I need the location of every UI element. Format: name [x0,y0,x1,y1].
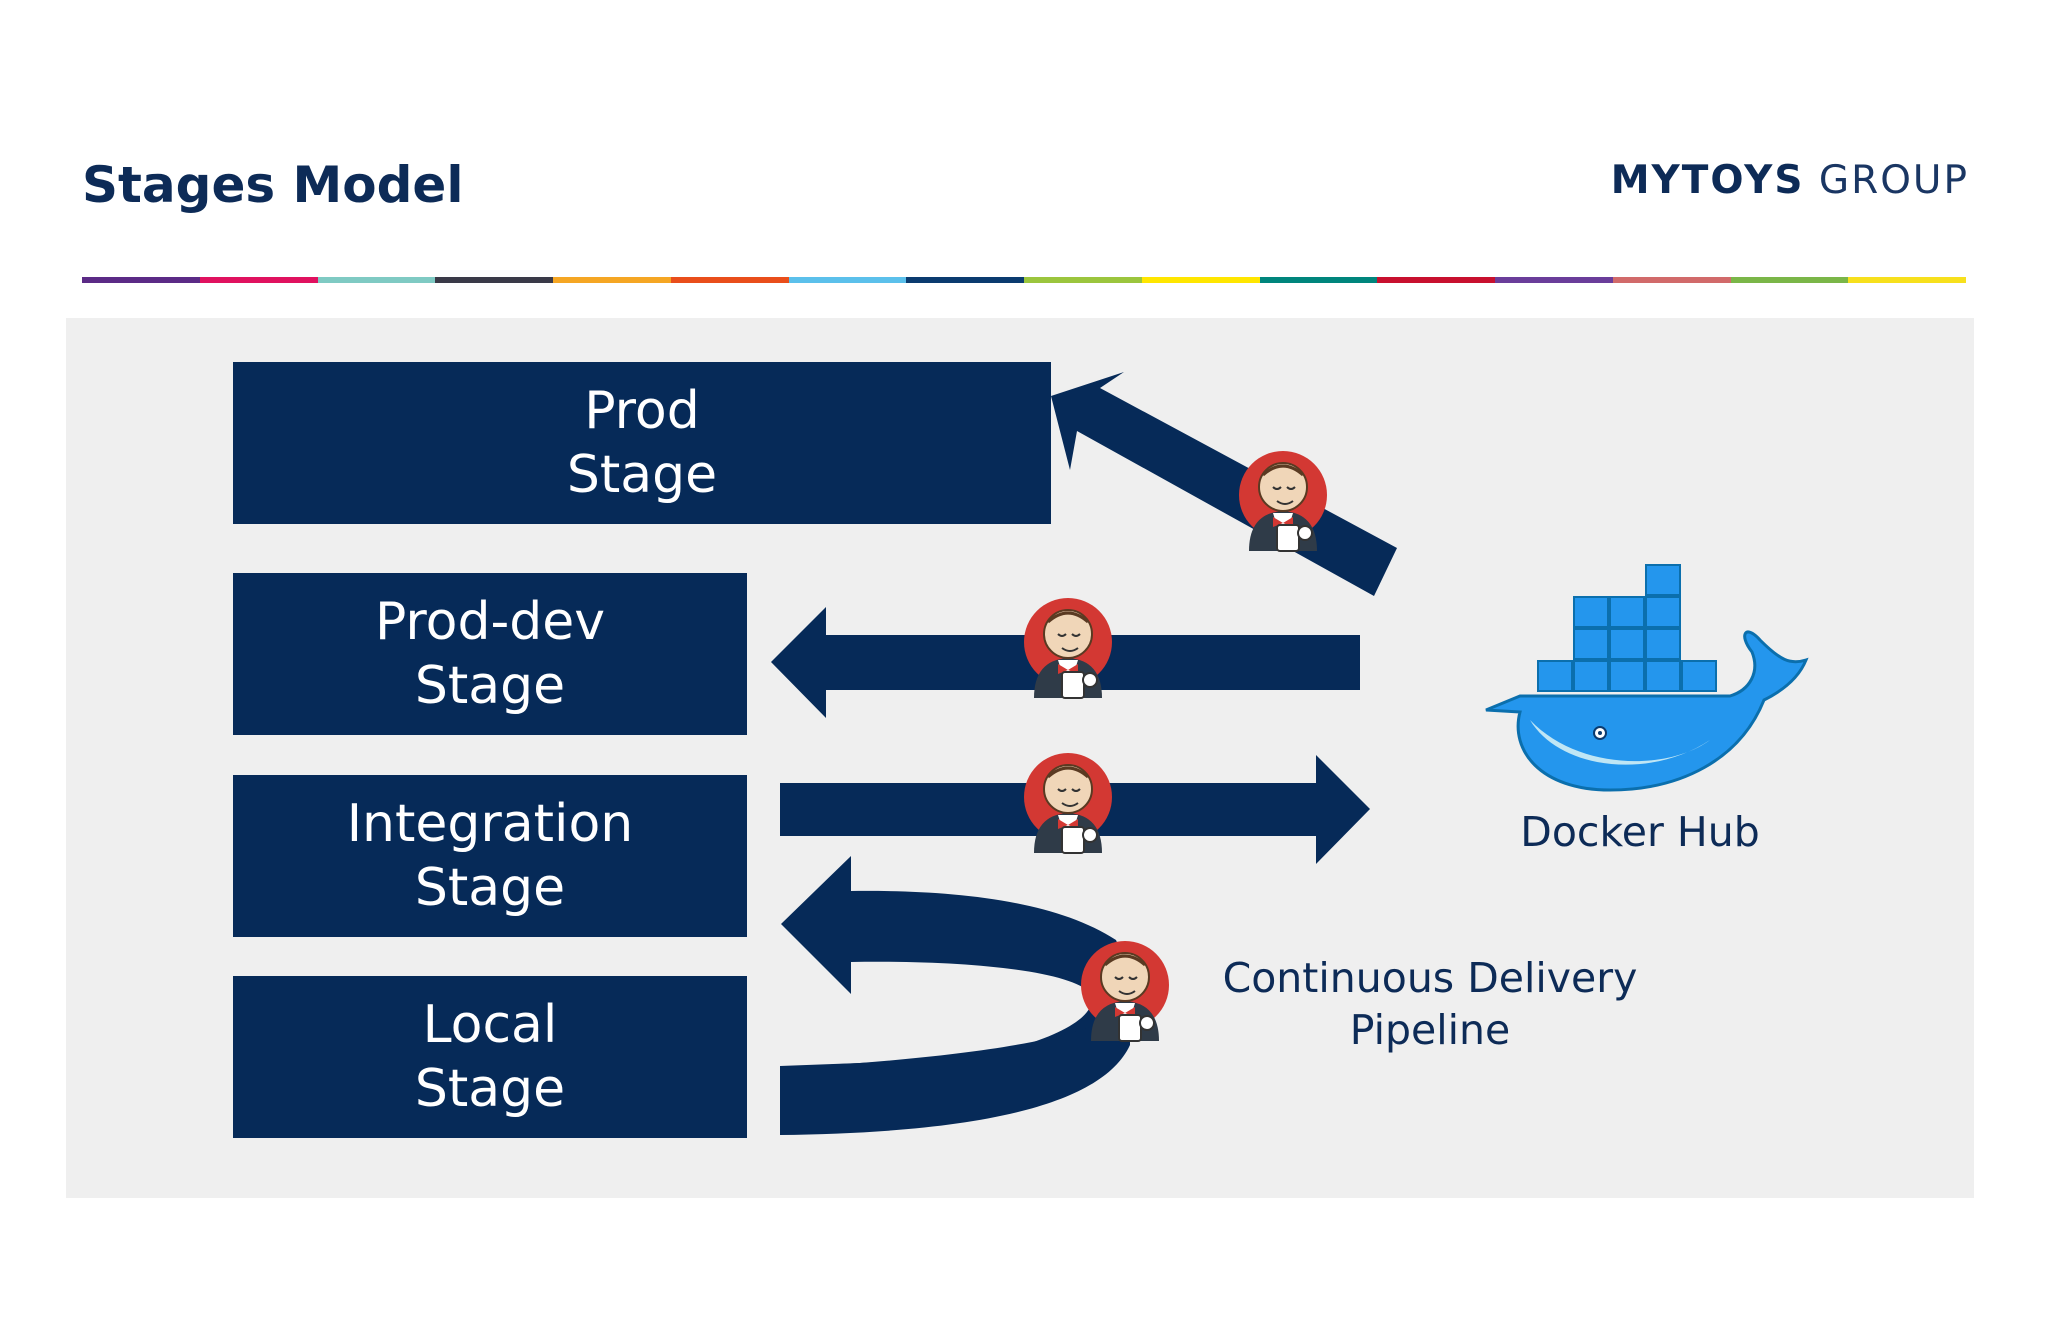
stripe-segment [82,277,200,283]
pipeline-label: Continuous Delivery Pipeline [1222,954,1638,1054]
arrow-to-prod [1051,372,1397,596]
docker-hub-label: Docker Hub [1520,808,1760,856]
stripe-segment [1730,277,1849,283]
stripe-segment [553,277,671,283]
stage-label: Integration Stage [346,794,634,918]
stage-local: Local Stage [233,976,747,1138]
stripe-segment [670,277,789,283]
page-title: Stages Model [82,156,464,214]
arrow-local-to-integration [780,856,1138,1080]
jenkins-butler-icon [1022,596,1114,700]
stripe-segment [906,277,1024,283]
stripe-segment [1377,277,1495,283]
jenkins-butler-icon [1079,939,1171,1043]
jenkins-butler-icon [1022,751,1114,855]
docker-whale-icon [1485,564,1809,792]
stripe-segment [435,277,553,283]
stripe-segment [1259,277,1378,283]
stripe-segment [1612,277,1731,283]
stripe-segment [788,277,907,283]
stage-label: Prod Stage [566,381,718,505]
company-logo: MYTOYS GROUP [1611,158,1969,204]
stripe-segment [1024,277,1142,283]
color-stripe-divider [82,277,1966,283]
logo-group: GROUP [1818,158,1969,203]
stage-integration: Integration Stage [233,775,747,937]
stripe-segment [199,277,318,283]
arrow-local-tail [780,1005,1130,1135]
jenkins-butler-icon [1237,449,1329,553]
stripe-segment [317,277,436,283]
stage-label: Local Stage [414,995,566,1119]
stage-prod: Prod Stage [233,362,1051,524]
stripe-segment [1141,277,1260,283]
stripe-segment [1848,277,1966,283]
stripe-segment [1495,277,1613,283]
stage-label: Prod-dev Stage [374,592,606,716]
stage-prod-dev: Prod-dev Stage [233,573,747,735]
logo-brand: MYTOYS [1610,158,1805,203]
